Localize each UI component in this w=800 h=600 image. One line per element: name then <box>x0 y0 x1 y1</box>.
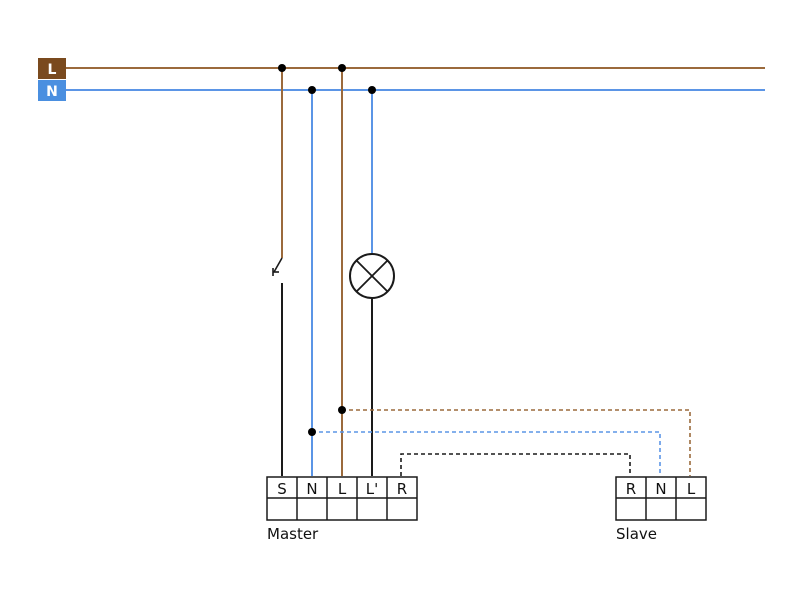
master-terminal-l: L <box>338 480 347 498</box>
junction-dot <box>338 64 346 72</box>
slave-live-link <box>342 409 691 476</box>
svg-text:L: L <box>48 62 57 78</box>
junction-dot <box>308 86 316 94</box>
neutral-rail-label: N <box>38 80 66 101</box>
master-terminal-r: R <box>397 480 407 498</box>
slave-terminal-l: L <box>687 480 696 498</box>
master-caption: Master <box>267 525 319 543</box>
slave-remote-link <box>400 453 631 476</box>
switch-icon <box>272 257 283 276</box>
slave-terminal-n: N <box>655 480 666 498</box>
junction-dot <box>278 64 286 72</box>
slave-neutral-link <box>312 431 661 476</box>
junction-dot <box>338 406 346 414</box>
master-terminal-s: S <box>277 480 287 498</box>
live-rail-label: L <box>38 58 66 79</box>
master-terminal-n: N <box>306 480 317 498</box>
svg-text:N: N <box>46 84 58 100</box>
lamp-icon <box>349 253 395 299</box>
slave-terminal-block: R N L <box>615 476 707 521</box>
slave-caption: Slave <box>616 525 657 543</box>
master-terminal-l-prime: L' <box>366 480 378 498</box>
junction-dot <box>308 428 316 436</box>
junction-dot <box>368 86 376 94</box>
slave-terminal-r: R <box>626 480 636 498</box>
master-terminal-block: S N L L' R <box>266 476 418 521</box>
